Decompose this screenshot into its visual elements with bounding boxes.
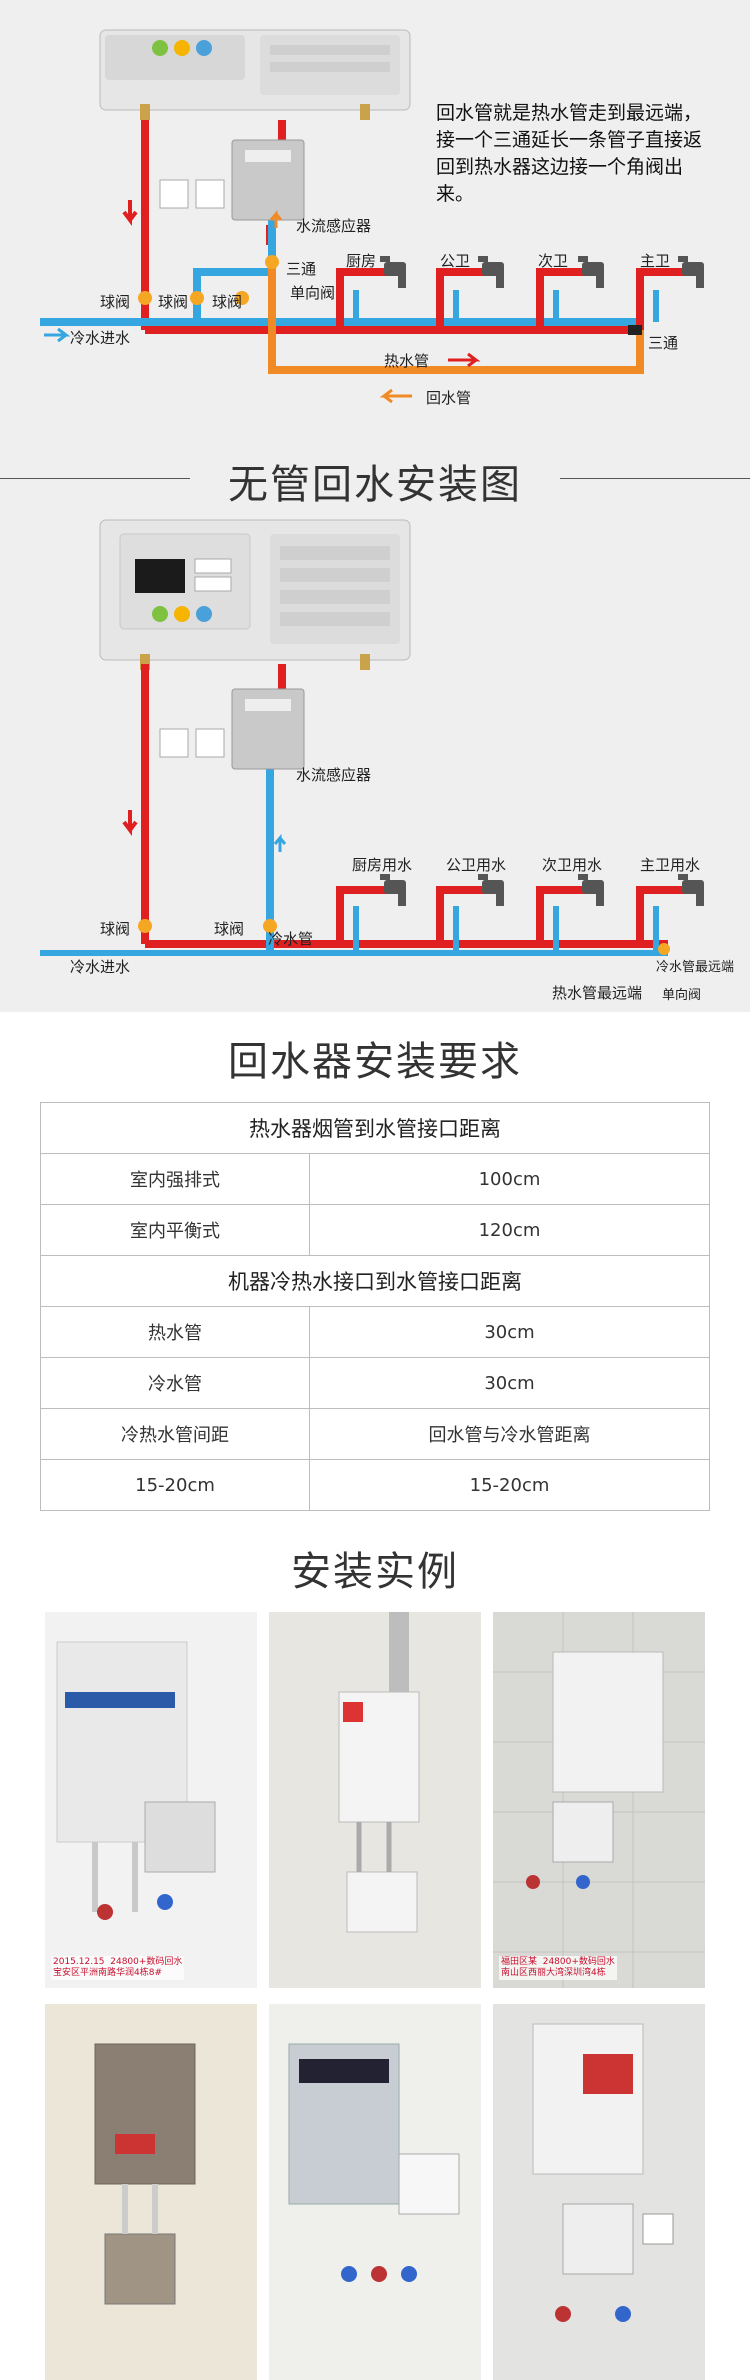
example-photo-2 bbox=[269, 1612, 481, 1988]
label-master-bath-water: 主卫用水 bbox=[640, 856, 701, 874]
label-tee-end: 三通 bbox=[648, 334, 679, 352]
label-ball-valve-3: 球阀 bbox=[212, 293, 243, 311]
label-cold-far-end: 冷水管最远端 bbox=[656, 960, 735, 975]
diagram1-svg bbox=[40, 29, 704, 404]
label-tee: 三通 bbox=[286, 260, 317, 278]
label-cold-in: 冷水进水 bbox=[70, 329, 131, 347]
example-photo-6 bbox=[493, 2004, 705, 2380]
label-hot-pipe: 热水管 bbox=[384, 352, 430, 370]
label-second-bath: 次卫 bbox=[538, 252, 569, 270]
table-group-title-2: 机器冷热水接口到水管接口距离 bbox=[40, 1255, 710, 1307]
table-cell: 30cm bbox=[309, 1357, 710, 1409]
label-ball-valve-1: 球阀 bbox=[100, 920, 131, 938]
divider-right bbox=[560, 478, 750, 479]
faucet-icons bbox=[380, 874, 704, 906]
label-kitchen-water: 厨房用水 bbox=[352, 856, 413, 874]
install-examples-section: 安装实例 2015.12.15 24800+数码回水 宝安区平洲南路华润4栋8#… bbox=[0, 1532, 750, 2380]
example-photo-1: 2015.12.15 24800+数码回水 宝安区平洲南路华润4栋8# bbox=[45, 1612, 257, 1988]
table-row: 冷热水管间距回水管与冷水管距离 bbox=[39, 1408, 710, 1460]
label-public-bath: 公卫 bbox=[440, 252, 471, 270]
diagram2-svg bbox=[40, 519, 704, 956]
faucet-icons bbox=[380, 256, 704, 288]
table-cell: 100cm bbox=[309, 1153, 710, 1205]
label-master-bath: 主卫 bbox=[640, 252, 671, 270]
no-pipe-section-title-bar: 无管回水安装图 bbox=[0, 442, 750, 514]
table-cell: 30cm bbox=[309, 1306, 710, 1358]
divider-left bbox=[0, 478, 190, 479]
example-photo-3: 福田区某 24800+数码回水 南山区西丽大湾深圳湾4栋 bbox=[493, 1612, 705, 1988]
table-cell: 室内强排式 bbox=[39, 1153, 311, 1205]
table-group-row: 机器冷热水接口到水管接口距离 bbox=[40, 1255, 710, 1307]
label-ball-valve-2: 球阀 bbox=[158, 293, 189, 311]
table-group-row: 热水器烟管到水管接口距离 bbox=[40, 1102, 710, 1154]
table-cell: 15-20cm bbox=[309, 1459, 710, 1511]
label-ball-valve-1: 球阀 bbox=[100, 293, 131, 311]
label-return-pipe: 回水管 bbox=[426, 389, 472, 407]
label-flow-sensor: 水流感应器 bbox=[296, 766, 372, 784]
label-second-bath-water: 次卫用水 bbox=[542, 856, 603, 874]
label-ball-valve-2: 球阀 bbox=[214, 920, 245, 938]
tap-risers bbox=[336, 268, 686, 330]
table-cell: 回水管与冷水管距离 bbox=[309, 1408, 710, 1460]
table-group-title-1: 热水器烟管到水管接口距离 bbox=[40, 1102, 710, 1154]
label-cold-pipe: 冷水管 bbox=[268, 930, 314, 948]
tap-risers bbox=[336, 886, 686, 954]
label-kitchen: 厨房 bbox=[346, 252, 377, 270]
return-pipe-diagram: 回水管就是热水管走到最远端，接一个三通延长一条管子直接返回到热水器这边接一个角阀… bbox=[0, 0, 750, 442]
label-cold-in: 冷水进水 bbox=[70, 958, 131, 976]
table-cell: 15-20cm bbox=[39, 1459, 311, 1511]
label-check-valve: 单向阀 bbox=[290, 284, 336, 302]
no-pipe-return-diagram: 水流感应器 球阀 球阀 冷水管 厨房用水 公卫用水 次卫用水 主卫用水 bbox=[0, 514, 750, 956]
label-public-bath-water: 公卫用水 bbox=[446, 856, 507, 874]
table-cell: 120cm bbox=[309, 1204, 710, 1256]
table-cell: 室内平衡式 bbox=[39, 1204, 311, 1256]
example-photo-5 bbox=[269, 2004, 481, 2380]
power-outlet-icon bbox=[159, 728, 225, 758]
table-cell: 热水管 bbox=[39, 1306, 311, 1358]
water-heater-unit bbox=[99, 29, 411, 120]
table-cell: 冷水管 bbox=[39, 1357, 311, 1409]
section-title-requirements: 回水器安装要求 bbox=[228, 1039, 522, 1085]
example-photo-4 bbox=[45, 2004, 257, 2380]
label-check-valve: 单向阀 bbox=[662, 988, 702, 1003]
power-outlet-icon bbox=[159, 179, 225, 209]
section-title-no-pipe: 无管回水安装图 bbox=[228, 462, 522, 508]
section-title-examples: 安装实例 bbox=[291, 1549, 459, 1595]
water-heater-unit bbox=[99, 519, 411, 670]
photo-caption-3: 福田区某 24800+数码回水 南山区西丽大湾深圳湾4栋 bbox=[499, 1956, 617, 1980]
diagram2-footer: 冷水进水 冷水管最远端 热水管最远端 单向阀 bbox=[0, 956, 750, 1012]
example-photo-grid: 2015.12.15 24800+数码回水 宝安区平洲南路华润4栋8# 福田区某… bbox=[0, 1612, 750, 2380]
label-flow-sensor: 水流感应器 bbox=[296, 217, 372, 235]
label-hot-far-end: 热水管最远端 bbox=[552, 984, 643, 1002]
table-cell: 冷热水管间距 bbox=[39, 1408, 311, 1460]
photo-caption-1: 2015.12.15 24800+数码回水 宝安区平洲南路华润4栋8# bbox=[51, 1956, 185, 1980]
return-pipe-note: 回水管就是热水管走到最远端，接一个三通延长一条管子直接返回到热水器这边接一个角阀… bbox=[436, 102, 703, 205]
